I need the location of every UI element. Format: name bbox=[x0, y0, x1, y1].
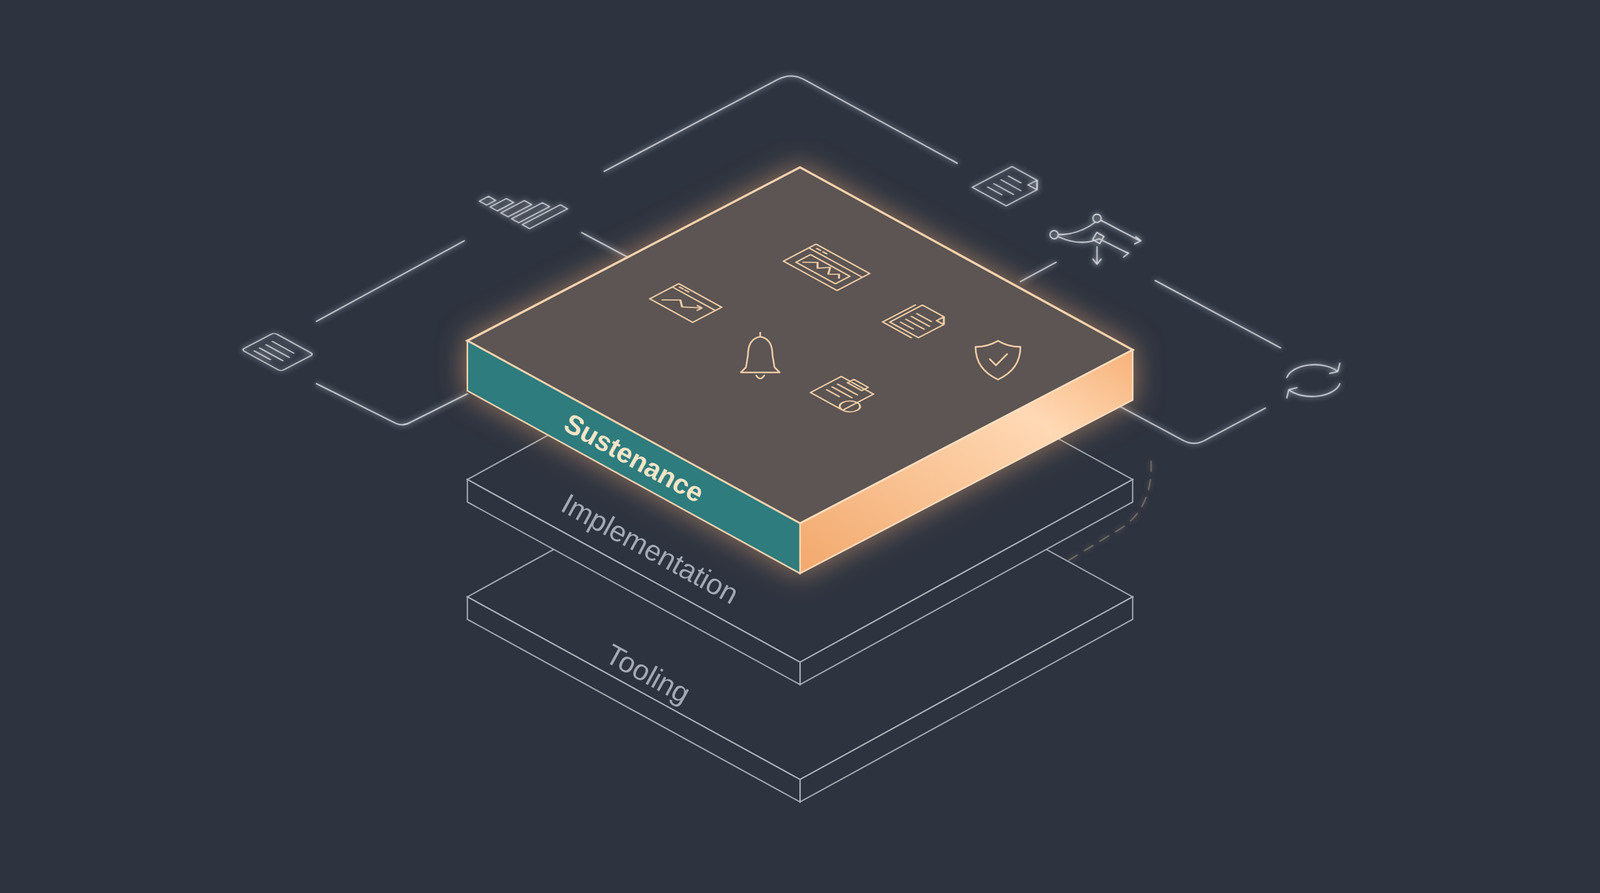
flow-icon bbox=[1050, 214, 1141, 265]
wire bbox=[316, 240, 465, 322]
face-icon bbox=[783, 244, 870, 291]
glow-trail bbox=[1030, 461, 1152, 584]
layer-label: Implementation bbox=[556, 488, 744, 609]
bell-icon bbox=[740, 332, 780, 379]
document-icon bbox=[972, 166, 1047, 206]
plate-side-face bbox=[800, 479, 1133, 685]
face-icon bbox=[882, 303, 951, 340]
bar-chart-icon bbox=[479, 181, 568, 229]
face-icon bbox=[650, 283, 722, 323]
plate-side-face bbox=[800, 596, 1133, 802]
wire bbox=[604, 76, 958, 172]
face-icon bbox=[810, 374, 885, 414]
wire bbox=[872, 520, 970, 578]
wire bbox=[1104, 398, 1266, 444]
layer-label: Tooling bbox=[601, 639, 695, 709]
layer-label: Sustenance bbox=[559, 408, 709, 507]
plate-front-face bbox=[467, 596, 800, 802]
plate-front-face bbox=[467, 340, 800, 574]
wire bbox=[581, 232, 628, 257]
refresh-icon bbox=[1286, 363, 1340, 399]
document-icon bbox=[241, 332, 314, 372]
plate-top-face bbox=[467, 296, 1134, 663]
shield-icon bbox=[975, 340, 1021, 380]
plate-top-face bbox=[467, 414, 1134, 780]
plate-top-face bbox=[467, 167, 1134, 524]
wire bbox=[1020, 262, 1057, 282]
wire bbox=[316, 383, 468, 425]
wire bbox=[1155, 280, 1281, 349]
plate-front-face bbox=[467, 479, 800, 685]
plate-side-face bbox=[800, 350, 1133, 574]
